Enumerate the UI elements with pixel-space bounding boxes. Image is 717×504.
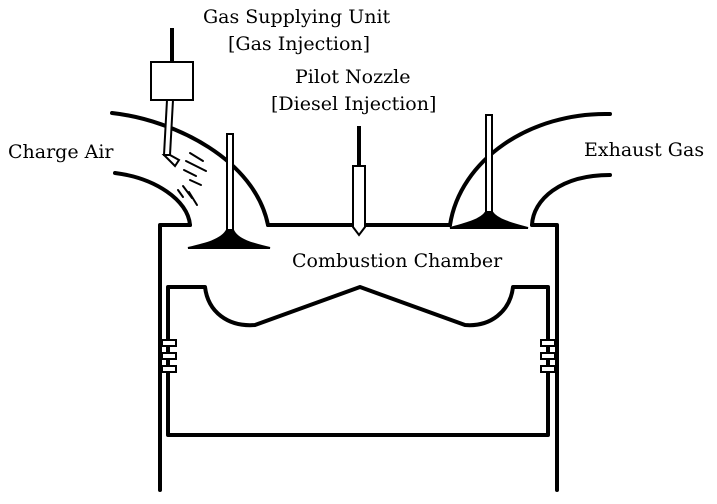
cylinder-right-wall [530,223,559,492]
gas-injection-label: [Gas Injection] [228,33,371,55]
exhaust-valve [449,114,529,229]
intake-valve [187,133,271,249]
diesel-injection-label: [Diesel Injection] [271,93,437,115]
piston-rings-left [161,339,177,373]
pilot-nozzle-label: Pilot Nozzle [295,66,411,88]
cylinder-left-wall [158,223,192,492]
pilot-nozzle [352,126,366,237]
exhaust-port-upper [448,111,612,227]
gas-supplying-unit [150,28,194,168]
exhaust-port-lower [530,173,612,227]
exhaust-gas-label: Exhaust Gas [584,139,705,161]
intake-port-lower [113,171,192,227]
piston-rings-right [540,339,556,373]
charge-air-label: Charge Air [8,141,114,163]
piston [166,285,550,437]
combustion-chamber-label: Combustion Chamber [292,250,503,272]
intake-port-upper [110,111,270,227]
gas-unit-label: Gas Supplying Unit [203,6,391,28]
gas-spray [177,152,207,206]
